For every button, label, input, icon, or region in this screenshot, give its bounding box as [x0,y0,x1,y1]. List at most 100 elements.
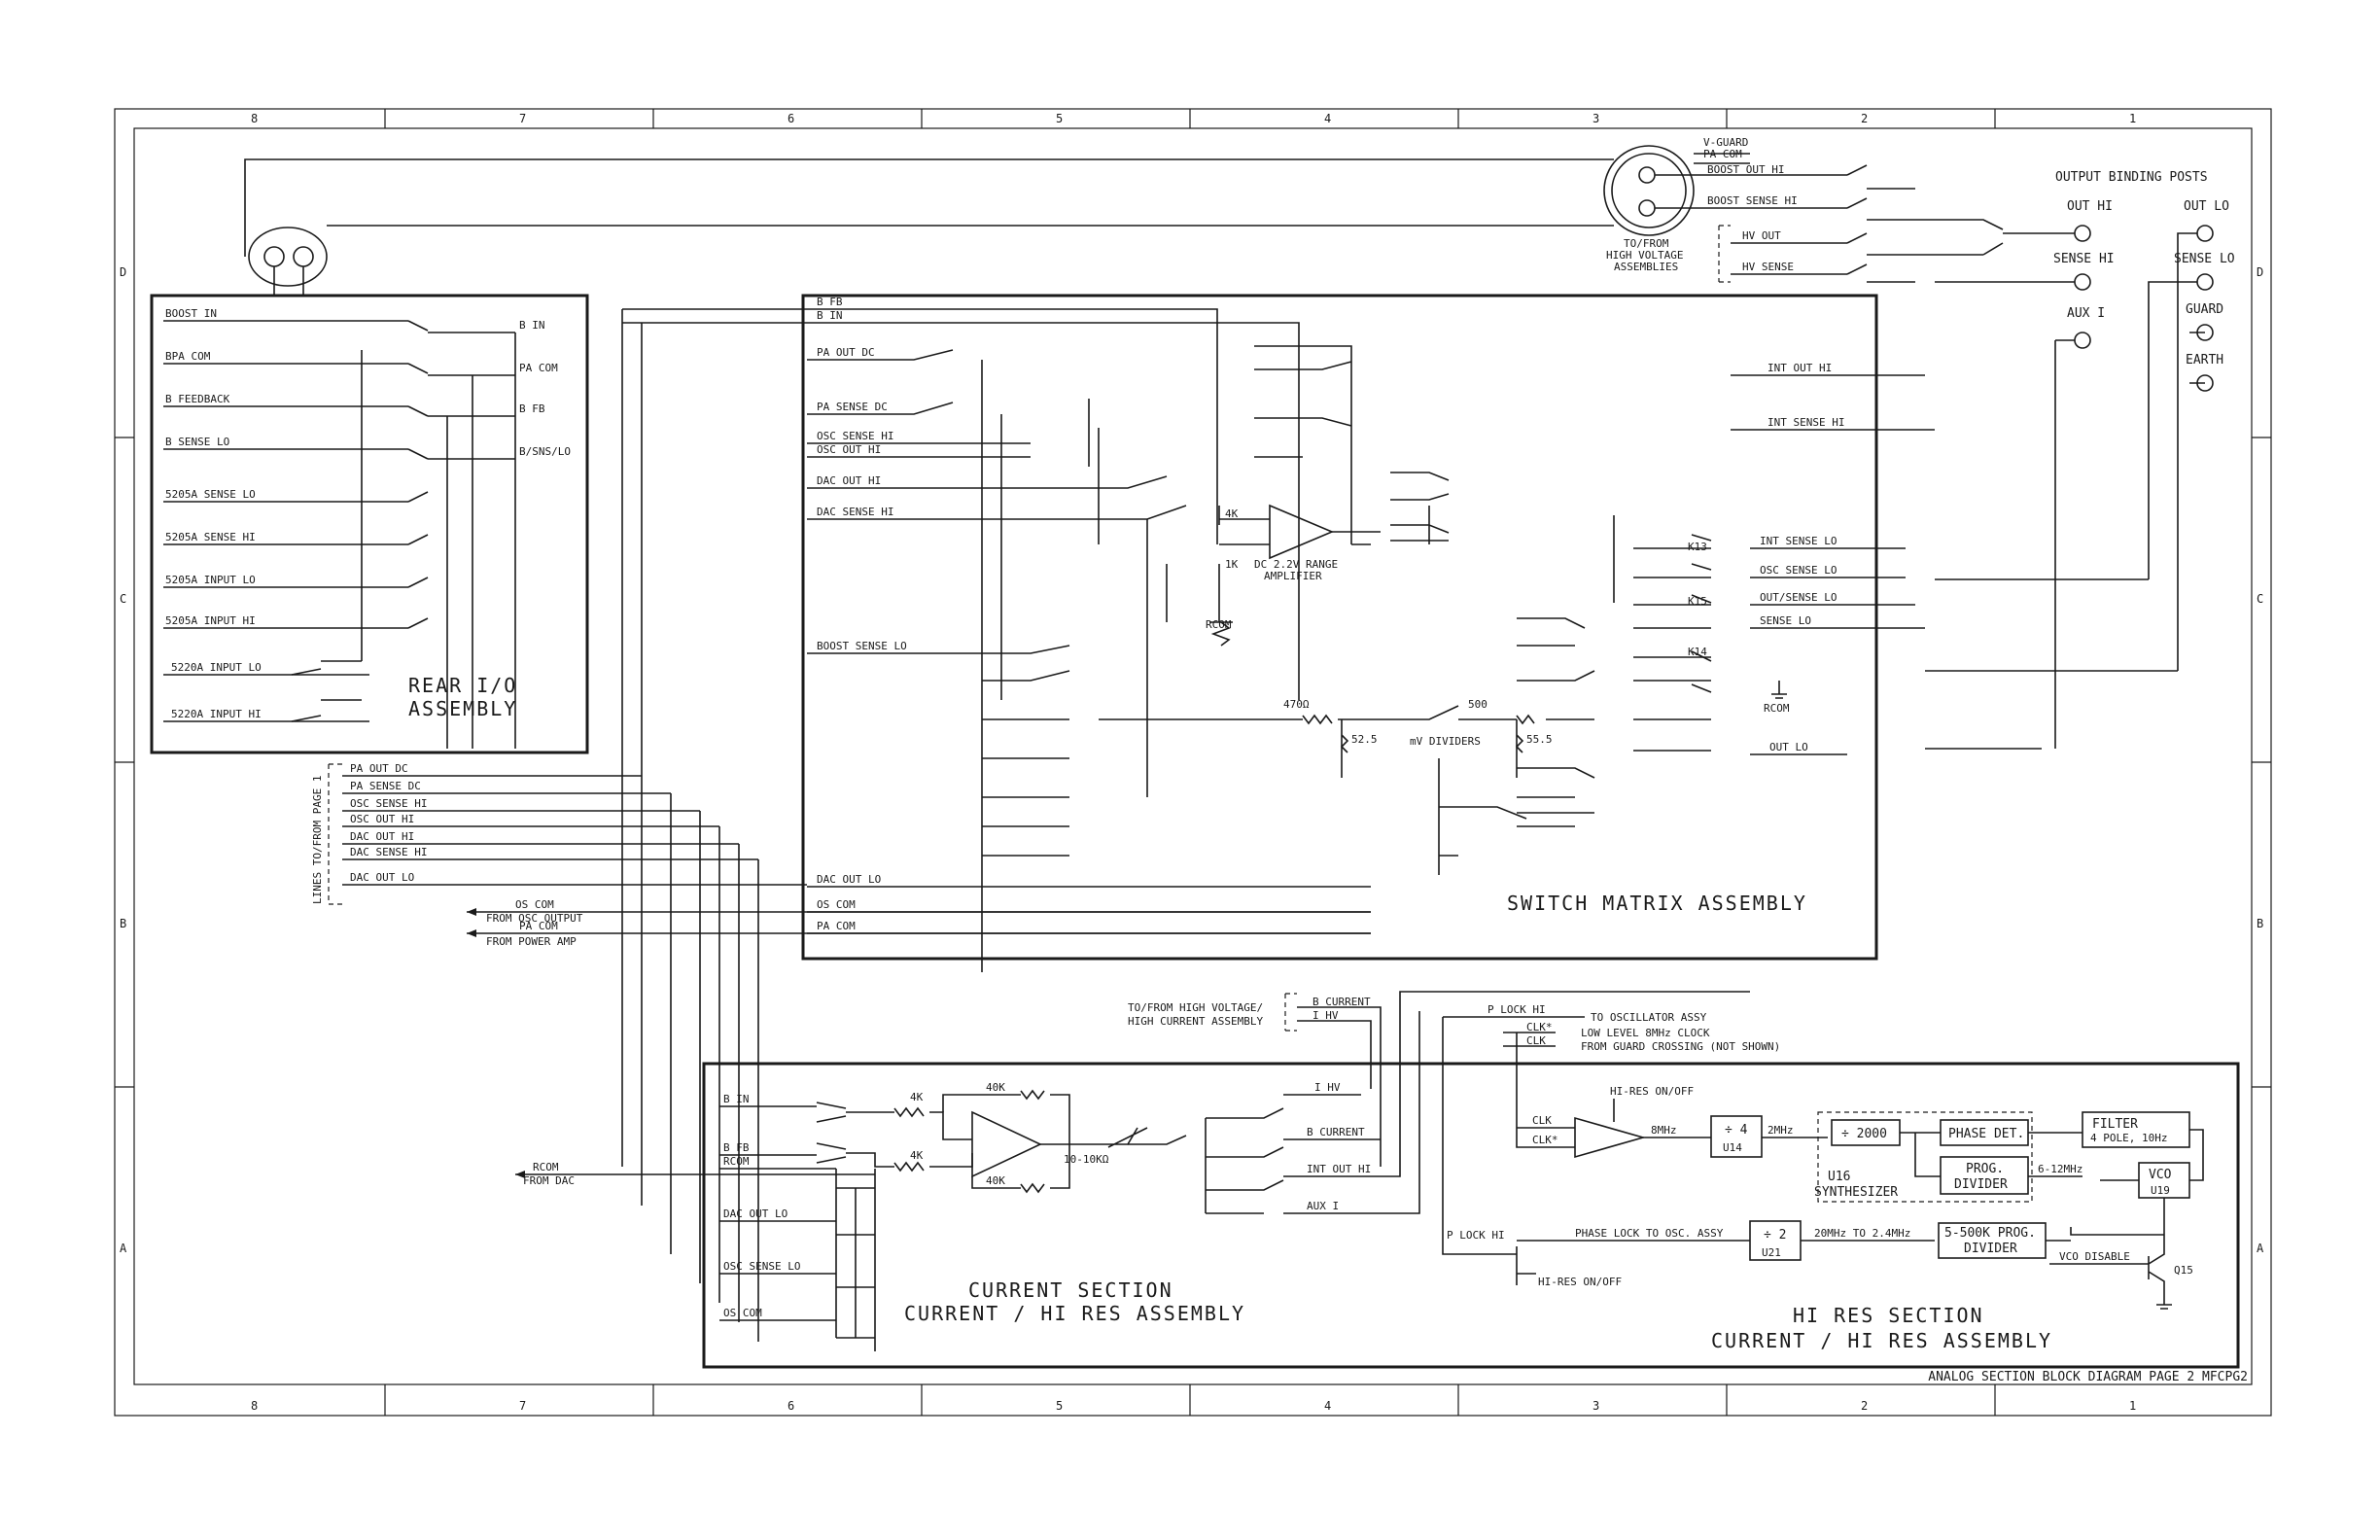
grid-col: 6 [788,112,794,125]
prog-divider [1940,1156,2029,1195]
grid-col: 4 [1324,1399,1331,1413]
hv-pin: BOOST SENSE HI [1707,194,1798,207]
hires-signal: TO OSCILLATOR ASSY [1591,1011,1707,1024]
current-output: I HV [1314,1081,1341,1094]
grid-col: 8 [251,1399,258,1413]
hv-connector-icon [1603,145,1695,236]
grid-col: 8 [251,112,258,125]
hires-onoff-2: HI-RES ON/OFF [1538,1276,1622,1288]
binding-post-icon[interactable] [2074,225,2091,242]
hires-signal: FROM GUARD CROSSING (NOT SHOWN) [1581,1040,1780,1053]
current-amplifier-icon [971,1110,1042,1178]
current-resistor: 4K [910,1091,924,1103]
hv-current-caption: TO/FROM HIGH VOLTAGE/ [1128,1001,1263,1014]
switch-matrix-assembly: 4K 1K DC 2.2V RANGE AMPLIFIER RCOM 470Ω … [621,294,1935,1342]
divider-resistor: 52.5 [1351,733,1378,746]
u16-label: SYNTHESIZER [1814,1185,1898,1200]
current-input: OS COM [723,1307,762,1319]
sm-input: DAC OUT HI [817,474,881,487]
sm-input: PA COM [817,920,856,932]
div5-label: 5-500K PROG. [1944,1226,2036,1241]
binding-post-label: OUT HI [2067,199,2113,214]
sm-input: OSC SENSE HI [817,430,893,442]
rear-io-input: 5205A INPUT HI [165,614,256,627]
rear-io-input: B SENSE LO [165,436,229,448]
rear-io-output: B IN [519,319,545,332]
rear-io-input: 5205A SENSE LO [165,488,256,501]
rear-io-output: B FB [519,402,545,415]
grid-col: 1 [2129,112,2136,125]
hv-pin: HV OUT [1742,229,1781,242]
output-binding-posts: OUTPUT BINDING POSTS OUT HI OUT LO SENSE… [1915,170,2235,750]
u21-label: ÷ 2 [1764,1228,1786,1242]
rcom-from-dac: RCOM [533,1161,559,1173]
grid-row: B [120,917,126,930]
relay-label: K15 [1688,595,1707,608]
hv-caption: HIGH VOLTAGE [1606,249,1683,262]
page1-caption: LINES TO/FROM PAGE 1 [311,776,324,904]
hi-res-title: HI RES SECTION [1793,1304,1984,1327]
rear-io-input: BOOST IN [165,307,217,320]
current-input: RCOM [723,1155,750,1168]
frequency-label: 2MHz [1768,1124,1794,1137]
hv-pin: HV SENSE [1742,261,1794,273]
u14-label: U14 [1723,1141,1742,1154]
switch-matrix-title: SWITCH MATRIX ASSEMBLY [1507,892,1807,915]
u21-label: U21 [1762,1246,1781,1259]
page1-line: PA SENSE DC [350,780,421,792]
amp-label: DC 2.2V RANGE [1254,558,1338,571]
grid-row: C [2257,592,2263,606]
u16-label: ÷ 2000 [1841,1127,1887,1141]
hires-signal: P LOCK HI [1488,1003,1546,1016]
q15-label: Q15 [2174,1264,2193,1277]
sm-input: B IN [817,309,843,322]
current-resistor: 40K [986,1081,1005,1094]
current-input: B IN [723,1093,750,1105]
amp-resistor: 1K [1225,558,1239,571]
rcom-from-dac: FROM DAC [523,1174,575,1187]
hires-signal: CLK [1526,1034,1546,1047]
binding-post-icon[interactable] [2196,225,2214,242]
filter-label: 4 POLE, 10Hz [2090,1132,2167,1144]
rear-io-output: B/SNS/LO [519,445,571,458]
hv-current-pin: B CURRENT [1312,996,1371,1008]
grid-col: 5 [1056,1399,1063,1413]
hires-onoff: HI-RES ON/OFF [1610,1085,1694,1098]
grid-col: 1 [2129,1399,2136,1413]
rear-io-input: B FEEDBACK [165,393,230,405]
rear-io-input: 5205A SENSE HI [165,531,256,543]
sm-output: OUT LO [1769,741,1808,753]
grid-row: A [120,1242,127,1255]
rear-io-title: REAR I/O [408,674,517,697]
synthesizer-u16 [1817,1111,2033,1203]
rear-io-input: 5220A INPUT LO [171,661,262,674]
hv-current-caption: HIGH CURRENT ASSEMBLY [1128,1015,1263,1028]
rcom-label: RCOM [1206,618,1232,631]
sheet-frame [114,108,2272,1417]
grid-col: 2 [1861,112,1868,125]
sm-input: PA SENSE DC [817,401,888,413]
current-input: B FB [723,1141,750,1154]
grid-column-labels-top: 8 7 6 5 4 3 2 1 [251,112,2136,125]
binding-post-icon[interactable] [2074,332,2091,349]
current-output: B CURRENT [1307,1126,1365,1138]
current-section-title-2: CURRENT / HI RES ASSEMBLY [904,1302,1245,1325]
amp-label: AMPLIFIER [1264,570,1322,582]
shunt-label: 10-10KΩ [1064,1153,1109,1166]
u16-label: U16 [1828,1170,1850,1184]
hv-caption: TO/FROM [1624,237,1669,250]
page1-line: DAC OUT LO [350,871,414,884]
binding-post-label: GUARD [2186,302,2223,317]
external-signal: PA COM [519,920,558,932]
rear-io-title-2: ASSEMBLY [408,697,517,720]
grid-row: C [120,592,126,606]
clock-comparator-icon [1574,1116,1646,1159]
binding-post-icon[interactable] [2074,273,2091,291]
grid-row: B [2257,917,2263,930]
rear-io-input: BPA COM [165,350,211,363]
rear-io-input: 5220A INPUT HI [171,708,262,720]
rear-io-output: PA COM [519,362,558,374]
hires-signal: CLK* [1526,1021,1553,1033]
binding-post-icon[interactable] [2196,273,2214,291]
